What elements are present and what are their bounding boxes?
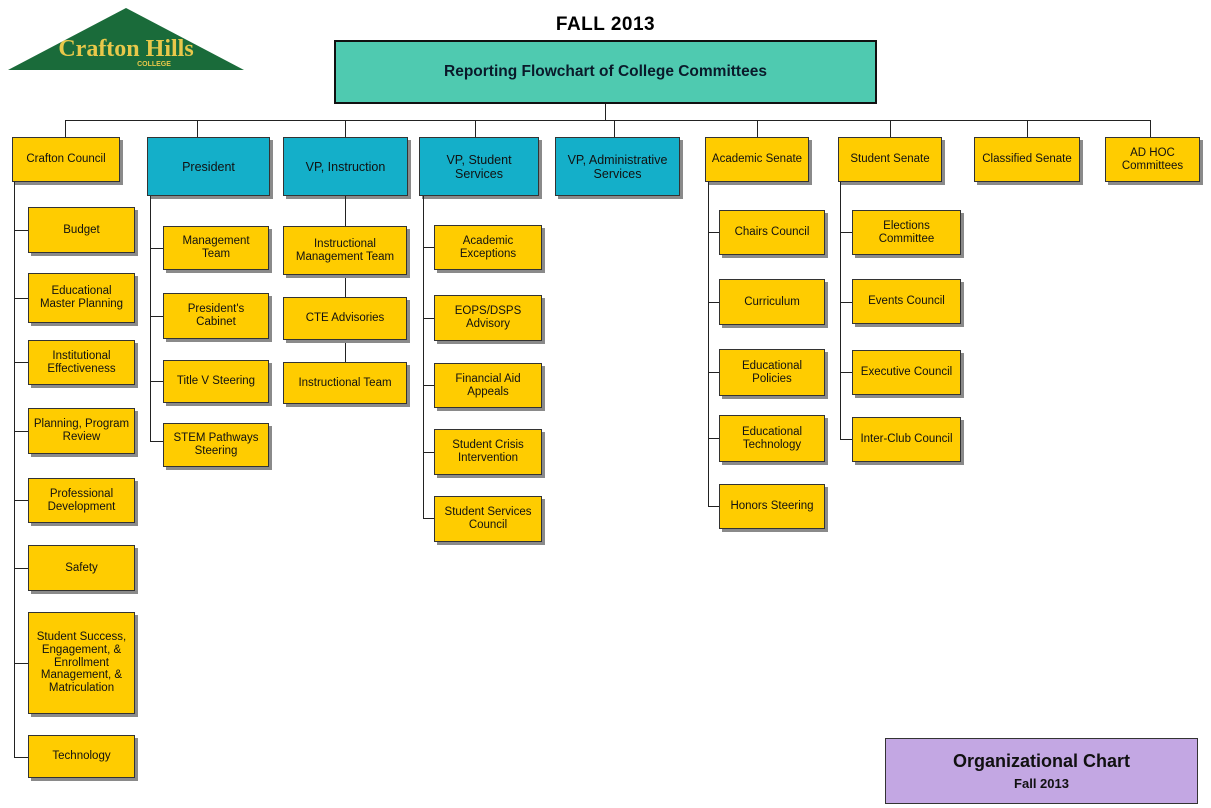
page-title: FALL 2013	[555, 14, 656, 35]
branch-tick	[423, 318, 434, 319]
committee-budget: Budget	[28, 207, 135, 253]
branch-tick	[14, 568, 28, 569]
branch-tick	[840, 439, 852, 440]
committee-eops-dsps-advisory: EOPS/DSPS Advisory	[434, 295, 542, 341]
branch-tick	[840, 302, 852, 303]
committee-title-v-steering: Title V Steering	[163, 360, 269, 403]
branch-tick	[708, 372, 719, 373]
committee-student-success: Student Success, Engagement, & Enrollmen…	[28, 612, 135, 714]
drop-line	[757, 120, 758, 137]
committee-instructional-team: Instructional Team	[283, 362, 407, 404]
top-bus-line	[65, 120, 1151, 121]
legend-title: Organizational Chart	[952, 751, 1131, 771]
title-connector	[605, 104, 606, 120]
branch-tick	[423, 452, 434, 453]
committee-management-team: Management Team	[163, 226, 269, 270]
branch-tick	[14, 298, 28, 299]
branch-tick	[150, 381, 163, 382]
branch-tick	[423, 247, 434, 248]
committee-educational-master-planning: Educational Master Planning	[28, 273, 135, 323]
committee-student-services-council: Student Services Council	[434, 496, 542, 542]
committee-instructional-management-team: Instructional Management Team	[283, 226, 407, 275]
branch-tick	[14, 500, 28, 501]
committee-institutional-effectiveness: Institutional Effectiveness	[28, 340, 135, 385]
branch-tick	[708, 506, 719, 507]
committee-educational-technology: Educational Technology	[719, 415, 825, 462]
branch-tick	[14, 431, 28, 432]
branch-line	[840, 182, 841, 439]
committee-honors-steering: Honors Steering	[719, 484, 825, 529]
committee-professional-development: Professional Development	[28, 478, 135, 523]
branch-tick	[423, 385, 434, 386]
ad-hoc-committees-box: AD HOC Committees	[1105, 137, 1200, 182]
branch-line	[14, 182, 15, 758]
drop-line	[614, 120, 615, 137]
branch-line	[150, 196, 151, 441]
branch-line	[708, 182, 709, 506]
committee-safety: Safety	[28, 545, 135, 591]
branch-line	[345, 275, 346, 297]
branch-tick	[423, 518, 434, 519]
logo-text: Crafton Hills	[58, 36, 193, 62]
committee-executive-council: Executive Council	[852, 350, 961, 395]
crafton-council-box: Crafton Council	[12, 137, 120, 182]
committee-student-crisis-intervention: Student Crisis Intervention	[434, 429, 542, 475]
academic-senate-box: Academic Senate	[705, 137, 809, 182]
branch-tick	[14, 362, 28, 363]
drop-line	[197, 120, 198, 137]
branch-line	[345, 196, 346, 226]
chart-title: Reporting Flowchart of College Committee…	[334, 40, 877, 104]
branch-tick	[708, 302, 719, 303]
committee-elections-committee: Elections Committee	[852, 210, 961, 255]
legend-box: Organizational Chart Fall 2013	[885, 738, 1198, 804]
drop-line	[1027, 120, 1028, 137]
vp-student-services-box: VP, Student Services	[419, 137, 539, 196]
drop-line	[65, 120, 66, 137]
drop-line	[475, 120, 476, 137]
branch-tick	[14, 663, 28, 664]
committee-technology: Technology	[28, 735, 135, 778]
committee-financial-aid-appeals: Financial Aid Appeals	[434, 363, 542, 408]
branch-tick	[14, 230, 28, 231]
crafton-hills-logo: Crafton Hills COLLEGE	[8, 8, 244, 70]
student-senate-box: Student Senate	[838, 137, 942, 182]
branch-line	[423, 196, 424, 518]
committee-inter-club-council: Inter-Club Council	[852, 417, 961, 462]
committee-curriculum: Curriculum	[719, 279, 825, 325]
branch-tick	[14, 757, 28, 758]
drop-line	[345, 120, 346, 137]
classified-senate-box: Classified Senate	[974, 137, 1080, 182]
drop-line	[1150, 120, 1151, 137]
committee-cte-advisories: CTE Advisories	[283, 297, 407, 340]
drop-line	[890, 120, 891, 137]
committee-chairs-council: Chairs Council	[719, 210, 825, 255]
branch-tick	[150, 316, 163, 317]
logo-subtext: COLLEGE	[137, 61, 171, 68]
president-box: President	[147, 137, 270, 196]
vp-instruction-box: VP, Instruction	[283, 137, 408, 196]
branch-tick	[708, 438, 719, 439]
branch-tick	[840, 232, 852, 233]
vp-administrative-services-box: VP, Administrative Services	[555, 137, 680, 196]
committee-events-council: Events Council	[852, 279, 961, 324]
committee-presidents-cabinet: President's Cabinet	[163, 293, 269, 339]
committee-academic-exceptions: Academic Exceptions	[434, 225, 542, 270]
branch-tick	[840, 372, 852, 373]
branch-tick	[708, 232, 719, 233]
branch-tick	[150, 441, 163, 442]
committee-stem-pathways-steering: STEM Pathways Steering	[163, 423, 269, 467]
legend-subtitle: Fall 2013	[1014, 776, 1069, 791]
committee-educational-policies: Educational Policies	[719, 349, 825, 396]
branch-line	[345, 340, 346, 362]
branch-tick	[150, 248, 163, 249]
committee-planning-program-review: Planning, Program Review	[28, 408, 135, 454]
